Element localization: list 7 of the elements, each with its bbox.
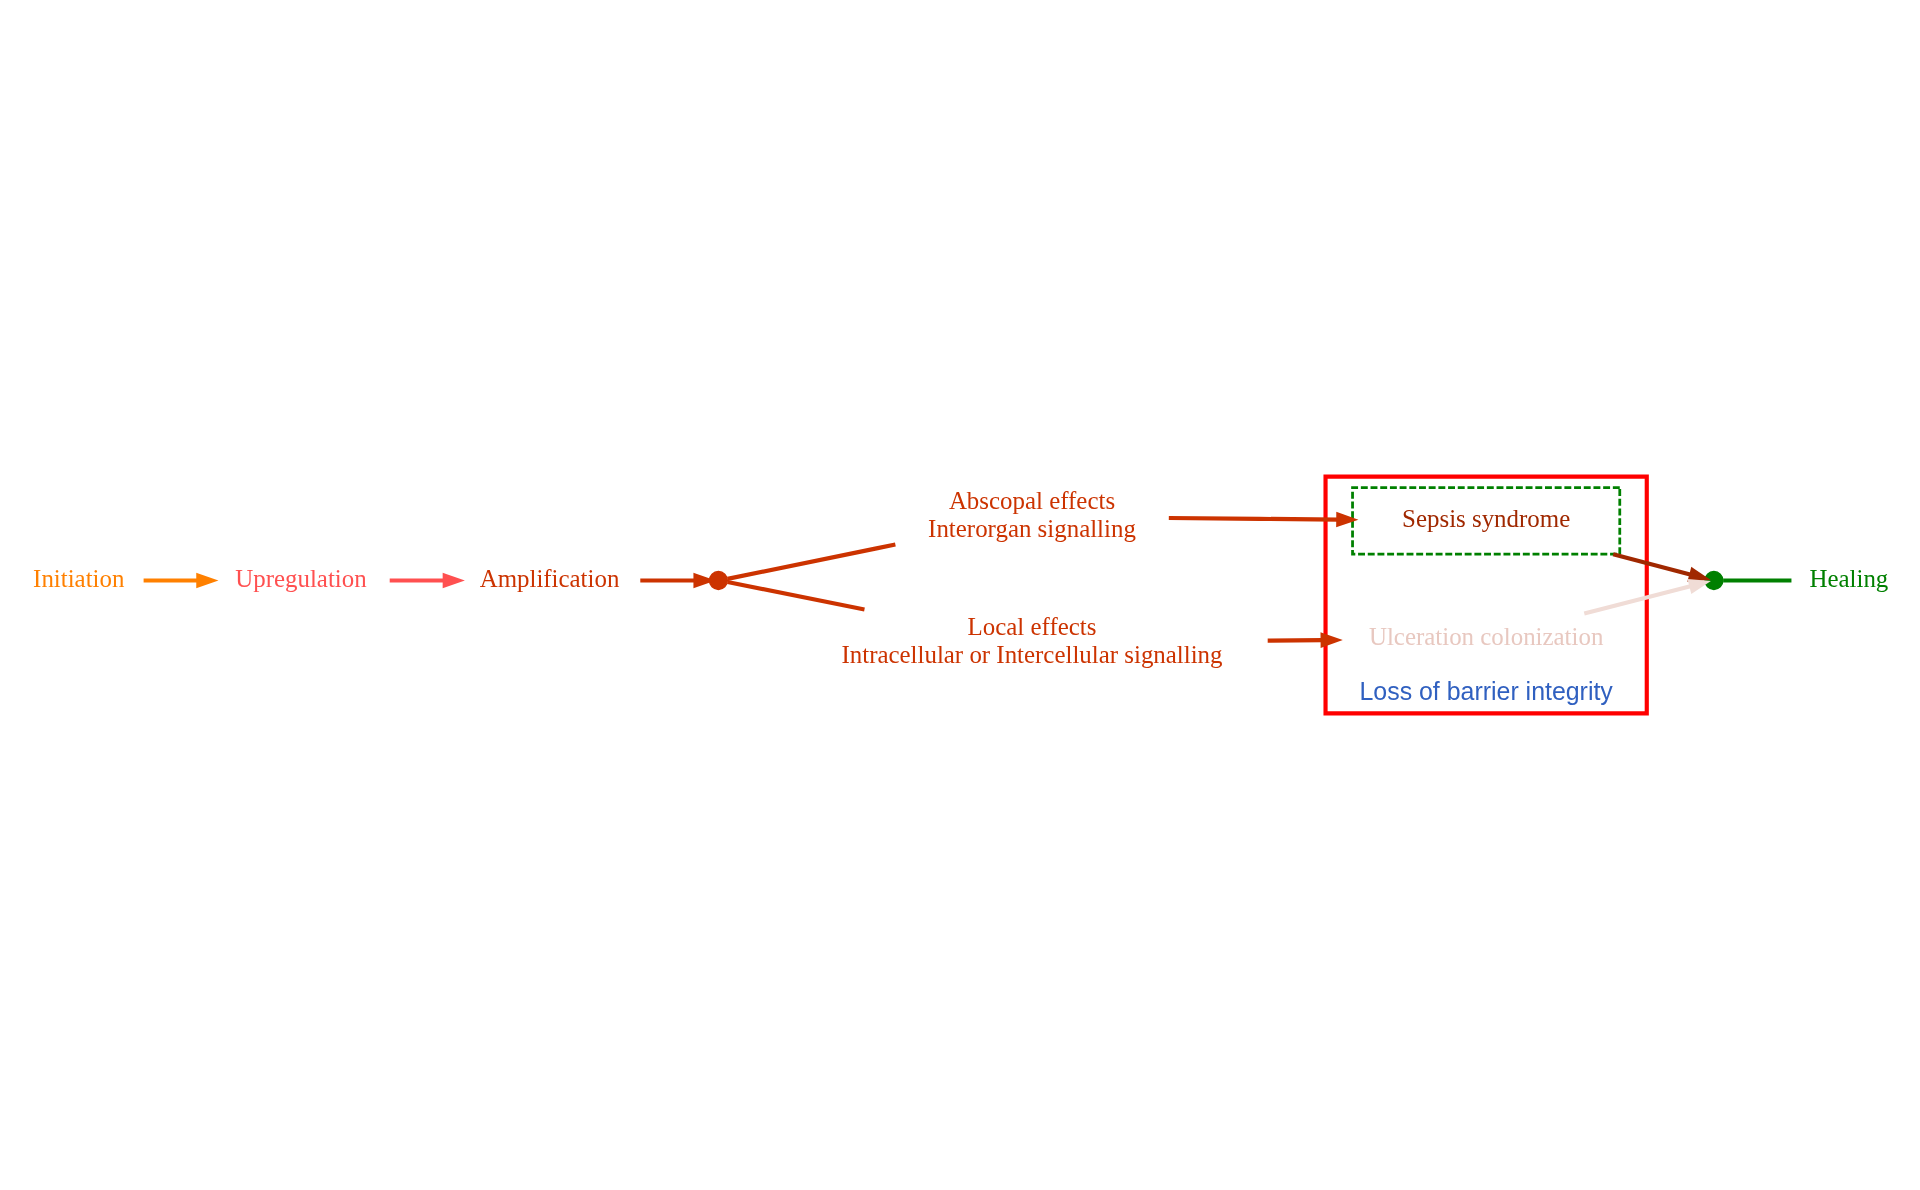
- node-text: Local effects Intracellular or Intercellular signalling: [841, 613, 1223, 668]
- node-text: Initiation: [33, 564, 125, 592]
- node-text: Ulceration colonization: [1368, 622, 1604, 650]
- node-text: Healing: [1809, 564, 1889, 592]
- node-text: Abscopal effects Interorgan signalling: [928, 487, 1136, 542]
- node-text: Amplification: [479, 564, 620, 592]
- node-text: Upregulation: [235, 564, 367, 592]
